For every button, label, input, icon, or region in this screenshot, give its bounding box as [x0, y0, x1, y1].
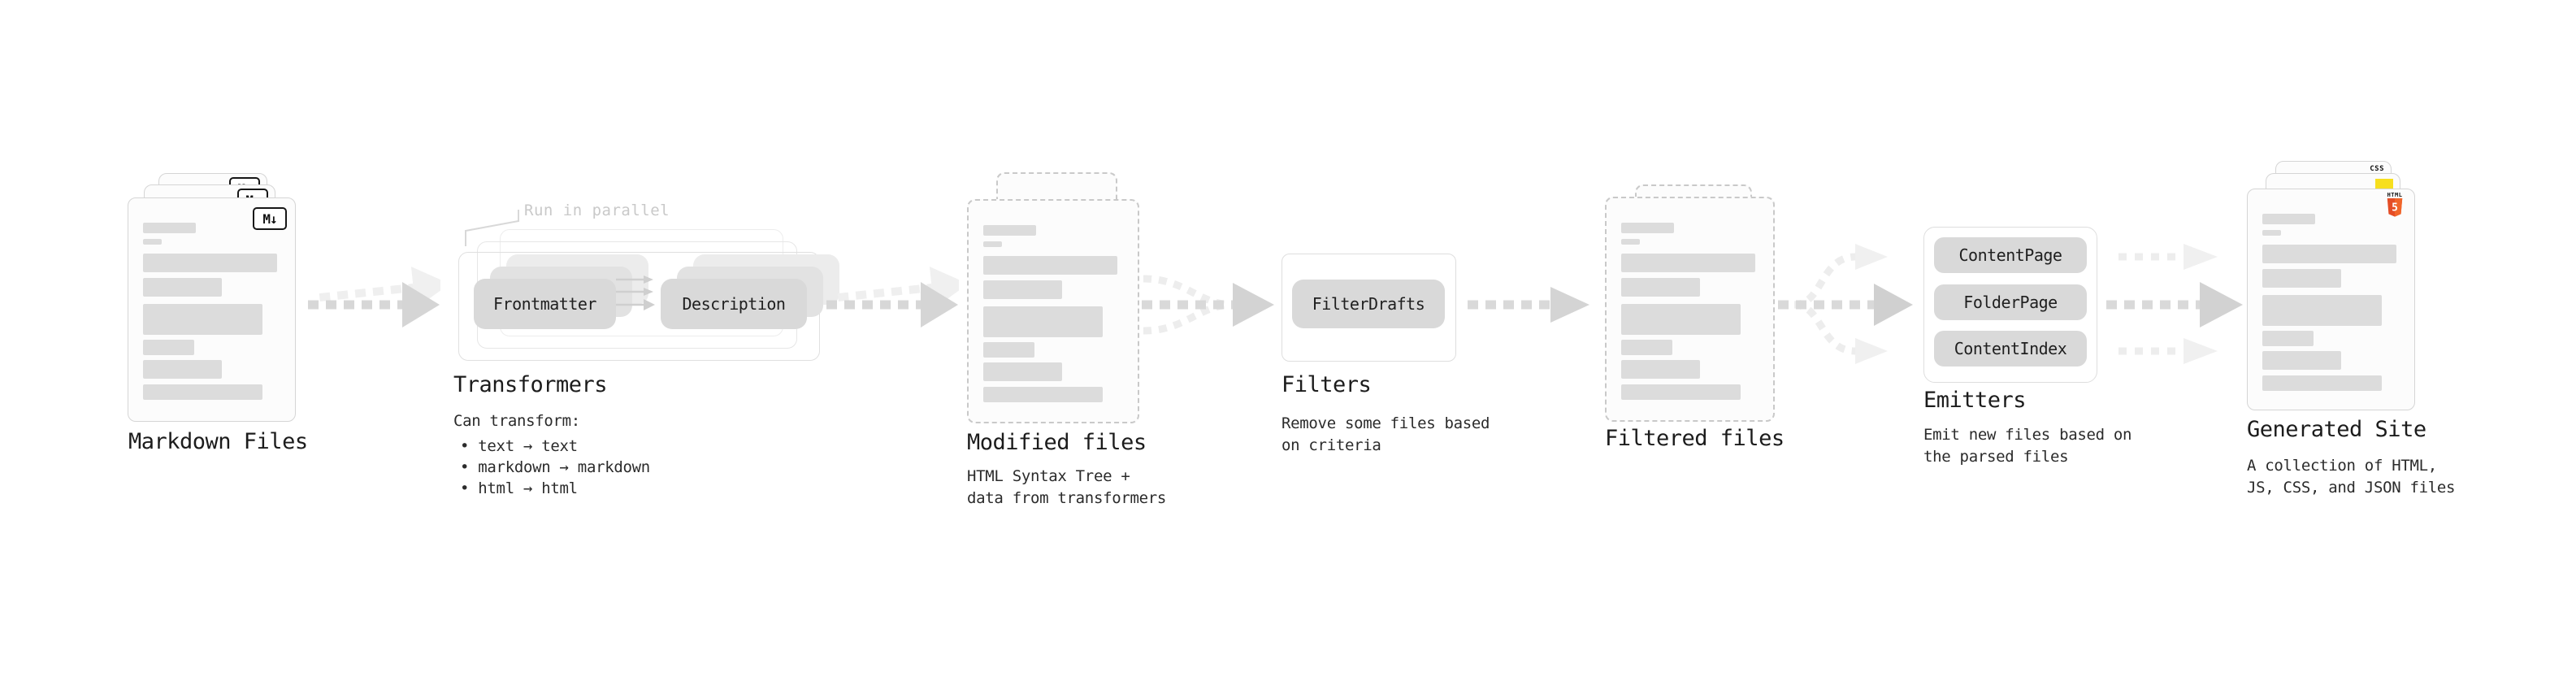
subtitle-line: data from transformers: [967, 489, 1167, 507]
content-line-bar: [143, 223, 196, 233]
modified-files-label: Modified files: [967, 430, 1147, 455]
emitters-subtitle: Emit new files based on the parsed files: [1923, 424, 2132, 468]
content-line-bar: [1621, 340, 1672, 355]
html5-word-label: HTML: [2387, 192, 2403, 198]
content-line-bar: [1621, 304, 1741, 335]
emitters-label: Emitters: [1923, 388, 2027, 413]
subtitle-line: JS, CSS, and JSON files: [2247, 479, 2456, 497]
content-line-bar: [143, 360, 222, 379]
content-line-bar: [1621, 239, 1640, 245]
arrow-emitters-to-generated-icon: [2106, 244, 2243, 364]
transform-step-arrows-icon: [608, 275, 655, 310]
content-line-bar: [1621, 384, 1741, 400]
content-line-bar: [2262, 351, 2341, 370]
callout-line-icon: [465, 210, 519, 246]
filters-subtitle: Remove some files based on criteria: [1281, 413, 1490, 457]
svg-text:5: 5: [2392, 202, 2398, 215]
transformers-bullet-list: • text → text • markdown → markdown • ht…: [460, 436, 650, 499]
content-line-bar: [983, 387, 1103, 402]
content-line-bar: [983, 342, 1034, 358]
bullet-item: • html → html: [460, 479, 578, 497]
contentpage-box: ContentPage: [1934, 237, 2087, 273]
js-icon: [2375, 179, 2393, 189]
content-line-bar: [2262, 230, 2281, 236]
content-line-bar: [2262, 331, 2314, 346]
description-box: Description: [661, 279, 807, 329]
content-line-bar: [983, 280, 1062, 299]
filtered-file-card-front: [1605, 197, 1775, 422]
html5-icon: HTML 5: [2383, 192, 2406, 218]
subtitle-line: Remove some files based: [1281, 414, 1490, 432]
file-content-placeholder: [1621, 223, 1755, 400]
subtitle-line: on criteria: [1281, 436, 1381, 454]
markdown-file-card-front: M↓: [128, 197, 296, 422]
file-content-placeholder: [2262, 214, 2396, 391]
content-line-bar: [1621, 254, 1755, 272]
content-line-bar: [983, 256, 1117, 275]
content-line-bar: [983, 362, 1062, 381]
file-content-placeholder: [983, 225, 1117, 402]
folderpage-box: FolderPage: [1934, 284, 2087, 320]
content-line-bar: [1621, 360, 1700, 379]
content-line-bar: [2262, 245, 2396, 263]
content-line-bar: [2262, 375, 2382, 391]
content-line-bar: [143, 340, 194, 355]
markdown-icon: M↓: [253, 207, 287, 230]
bullet-item: • markdown → markdown: [460, 458, 650, 476]
content-line-bar: [2262, 295, 2382, 326]
html5-shield-icon: 5: [2387, 198, 2403, 217]
content-line-bar: [143, 254, 277, 272]
arrow-filters-to-filtered-icon: [1468, 287, 1589, 323]
content-line-bar: [2262, 214, 2315, 224]
subtitle-line: HTML Syntax Tree +: [967, 467, 1130, 485]
content-line-bar: [143, 239, 162, 245]
content-line-bar: [1621, 278, 1700, 297]
arrow-markdown-to-transformers-icon: [308, 267, 440, 327]
content-line-bar: [2262, 269, 2341, 288]
subtitle-line: A collection of HTML,: [2247, 457, 2437, 475]
markdown-files-label: Markdown Files: [128, 429, 308, 454]
modified-files-subtitle: HTML Syntax Tree + data from transformer…: [967, 466, 1166, 510]
run-in-parallel-label: Run in parallel: [524, 202, 670, 219]
content-line-bar: [143, 278, 222, 297]
filters-label: Filters: [1281, 372, 1372, 397]
generated-site-label: Generated Site: [2247, 417, 2426, 442]
file-content-placeholder: [143, 223, 277, 400]
filterdrafts-box: FilterDrafts: [1292, 280, 1445, 328]
frontmatter-box: Frontmatter: [474, 279, 616, 329]
arrow-transformers-to-modified-icon: [826, 267, 959, 327]
content-line-bar: [143, 384, 262, 400]
generated-file-card-html: HTML 5: [2247, 189, 2415, 410]
subtitle-line: Emit new files based on: [1923, 426, 2132, 444]
contentindex-box: ContentIndex: [1934, 331, 2087, 367]
subtitle-line: the parsed files: [1923, 448, 2069, 466]
content-line-bar: [143, 304, 262, 335]
bullet-item: • text → text: [460, 437, 578, 455]
filtered-files-label: Filtered files: [1605, 426, 1785, 451]
content-line-bar: [983, 306, 1103, 337]
transformers-label: Transformers: [453, 372, 608, 397]
content-line-bar: [983, 241, 1002, 247]
arrow-filtered-to-emitters-icon: [1778, 244, 1913, 364]
modified-file-card-front: [967, 199, 1139, 423]
content-line-bar: [1621, 223, 1674, 233]
transformers-subtitle: Can transform:: [453, 412, 580, 430]
arrow-modified-to-filters-icon: [1142, 275, 1274, 335]
content-line-bar: [983, 225, 1036, 236]
generated-site-subtitle: A collection of HTML, JS, CSS, and JSON …: [2247, 455, 2456, 499]
